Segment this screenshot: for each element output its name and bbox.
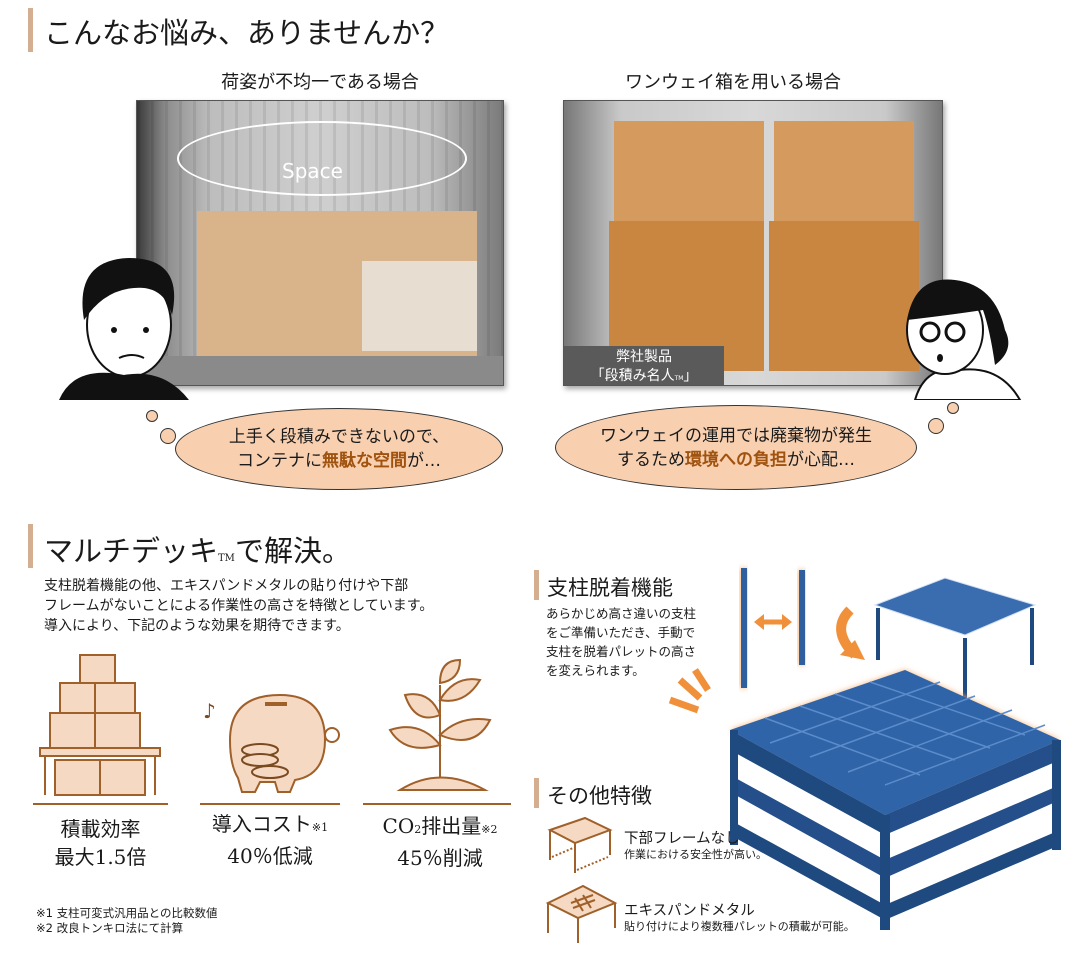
no-bottom-frame-icon: [547, 816, 613, 873]
text: 導入コスト: [211, 812, 312, 836]
section1-title: こんなお悩み、ありませんか？: [44, 16, 450, 50]
trademark: TM: [218, 553, 235, 564]
detach-feature-text: あらかじめ高さ違いの支柱 をご準備いただき、手動で 支柱を脱着パレットの高さ を…: [546, 604, 696, 680]
product-name: 「段積み名人: [590, 368, 675, 384]
feature-expanded-metal: エキスパンドメタル 貼り付けにより複数種パレットの積載が可能。: [624, 902, 855, 934]
container-photo-oneway: 弊社製品 「段積み名人TM」: [563, 100, 943, 386]
right-bubble-line1: ワンウェイの運用では廃棄物が発生: [600, 425, 872, 446]
space-label: Space: [282, 159, 343, 183]
feature-no-bottom-frame: 下部フレームなし 作業における安全性が高い。: [624, 830, 767, 862]
right-bubble-line2: するため環境への負担が心配…: [617, 448, 855, 472]
benefit-title: CO2排出量※2: [360, 812, 520, 844]
divider-line: [363, 803, 511, 805]
product-label: 弊社製品 「段積み名人TM」: [564, 346, 724, 385]
feature-desc: 貼り付けにより複数種パレットの積載が可能。: [624, 920, 855, 933]
benefit-title: 積載効率: [60, 817, 141, 841]
highlight-text: 無駄な空間: [322, 451, 407, 471]
text-line: 支柱を脱着パレットの高さ: [546, 644, 697, 659]
benefit-value: 45％削減: [397, 846, 483, 870]
subscript: 2: [414, 823, 422, 836]
right-caption: ワンウェイ箱を用いる場合: [625, 72, 841, 93]
text: 排出量: [421, 814, 482, 838]
thought-dot: [928, 418, 944, 434]
benefit-value: 最大1.5倍: [54, 845, 147, 869]
text: が心配…: [787, 449, 855, 470]
thought-dot: [947, 402, 959, 414]
footnote: ※2 改良トンキロ法にて計算: [36, 921, 184, 935]
section2-paragraph: 支柱脱着機能の他、エキスパンドメタルの貼り付けや下部 フレームがないことによる作…: [44, 576, 433, 636]
stacked-boxes-icon: [39, 654, 161, 796]
benefit-co2: CO2排出量※2 45％削減: [360, 812, 520, 872]
feature-desc: 作業における安全性が高い。: [624, 848, 767, 861]
thought-dot: [146, 410, 158, 422]
title-accent-bar: [534, 570, 539, 600]
left-bubble-line1: 上手く段積みできないので、: [228, 427, 450, 447]
bracket-close: 」: [683, 368, 698, 384]
feature-title: 下部フレームなし: [624, 831, 740, 847]
footnote-ref: ※1: [311, 821, 329, 834]
left-thought-bubble: 上手く段積みできないので、 コンテナに無駄な空間が…: [175, 408, 503, 490]
highlight-text: 環境への負担: [685, 449, 787, 470]
left-caption: 荷姿が不均一である場合: [221, 72, 419, 93]
text: コンテナに: [237, 451, 322, 471]
benefit-cost: 導入コスト※1 40％低減: [195, 810, 345, 870]
worried-woman-illustration: [906, 279, 1022, 400]
piggy-bank-icon: ♪: [203, 693, 340, 793]
paragraph-line: フレームがないことによる作業性の高さを特徴としています。: [44, 598, 434, 614]
divider-line: [200, 803, 340, 805]
text-line: をご準備いただき、手動で: [546, 625, 696, 640]
text-line: あらかじめ高さ違いの支柱: [546, 606, 697, 621]
benefit-title: 導入コスト※1: [195, 810, 345, 842]
feature-title: エキスパンドメタル: [624, 903, 755, 919]
footnotes: ※1 支柱可変式汎用品との比較数値 ※2 改良トンキロ法にて計算: [36, 906, 218, 936]
text-line: を変えられます。: [546, 663, 645, 678]
multideck-pallet-illustration: [668, 568, 1061, 930]
expanded-metal-icon: [545, 884, 618, 943]
title-accent-bar: [534, 778, 539, 808]
footnote: ※1 支柱可変式汎用品との比較数値: [36, 906, 218, 920]
text: CO: [382, 814, 415, 838]
other-features-title: その他特徴: [547, 784, 652, 808]
svg-text:♪: ♪: [203, 699, 216, 723]
worried-man-illustration: [59, 258, 189, 400]
thought-dot: [160, 428, 176, 444]
paragraph-line: 支柱脱着機能の他、エキスパンドメタルの貼り付けや下部: [44, 578, 409, 594]
paragraph-line: 導入により、下記のような効果を期待できます。: [44, 618, 350, 634]
detach-feature-title: 支柱脱着機能: [547, 576, 673, 600]
divider-line: [33, 803, 168, 805]
section2-title: マルチデッキTMで解決。: [44, 528, 351, 570]
container-photo-uneven: Space: [136, 100, 504, 386]
product-label-line2: 「段積み名人TM」: [564, 367, 724, 385]
benefit-loading-efficiency: 積載効率 最大1.5倍: [33, 815, 168, 871]
title-accent-bar: [28, 524, 33, 568]
product-label-line1: 弊社製品: [616, 349, 672, 365]
title-text: マルチデッキ: [44, 534, 219, 568]
title-accent-bar: [28, 8, 33, 52]
text: するため: [617, 449, 685, 470]
sprout-icon: [388, 658, 492, 791]
footnote-ref: ※2: [481, 823, 498, 836]
benefit-value: 40％低減: [227, 844, 313, 868]
trademark: TM: [674, 375, 684, 382]
title-text: で解決。: [234, 534, 351, 568]
right-thought-bubble: ワンウェイの運用では廃棄物が発生 するため環境への負担が心配…: [555, 405, 917, 490]
left-bubble-line2: コンテナに無駄な空間が…: [237, 449, 441, 473]
text: が…: [407, 451, 441, 471]
